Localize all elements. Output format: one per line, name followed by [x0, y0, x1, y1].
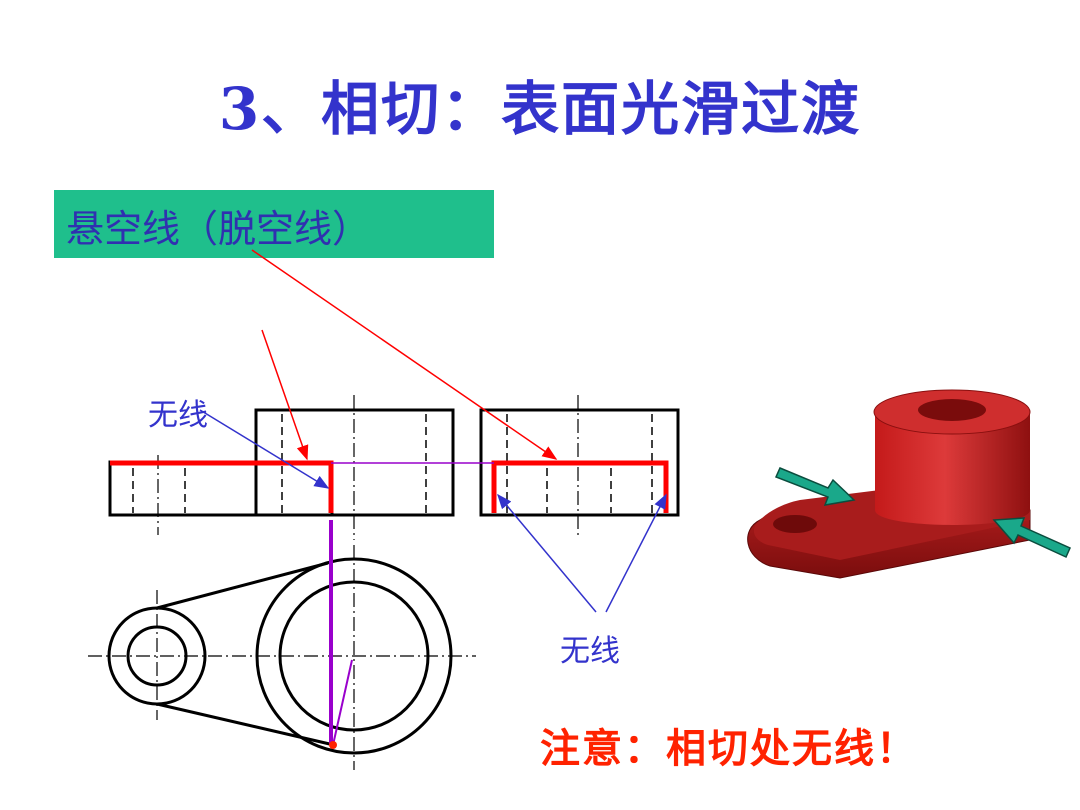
- projection-lines: [329, 462, 494, 746]
- label-text: 悬空线（脱空线）: [66, 207, 371, 251]
- side-phantom-edge: [491, 460, 669, 513]
- front-view: [108, 395, 455, 540]
- leader-no-line-front: [199, 409, 330, 489]
- model-cylinder-body: [875, 412, 1030, 525]
- leader-label-to-side: [251, 249, 558, 460]
- 3d-model: [747, 389, 1071, 579]
- annotation-no-line-top: 无线: [148, 398, 208, 433]
- label-box: 悬空线（脱空线）: [54, 190, 494, 258]
- leader-no-line-side-left: [497, 493, 597, 613]
- top-view: [88, 545, 476, 770]
- green-arrow-right: [992, 517, 1071, 558]
- leader-to-front: [261, 329, 309, 461]
- leader-no-line-side-right: [605, 493, 667, 613]
- model-small-hole: [773, 515, 817, 533]
- leader-arrows: [199, 249, 667, 613]
- phantom-edges: [110, 460, 669, 513]
- note-text: 注意：相切处无线！: [540, 725, 918, 772]
- tangent-point-radius: [332, 659, 353, 746]
- green-arrow-left: [774, 467, 856, 506]
- tangent-point: [329, 741, 337, 749]
- slide-title: 3、相切：表面光滑过渡: [218, 75, 862, 143]
- model-large-hole: [918, 399, 986, 421]
- annotation-no-line-bottom: 无线: [560, 634, 620, 669]
- top-view-tangent-upper: [156, 561, 329, 610]
- top-view-tangent-lower: [156, 702, 335, 747]
